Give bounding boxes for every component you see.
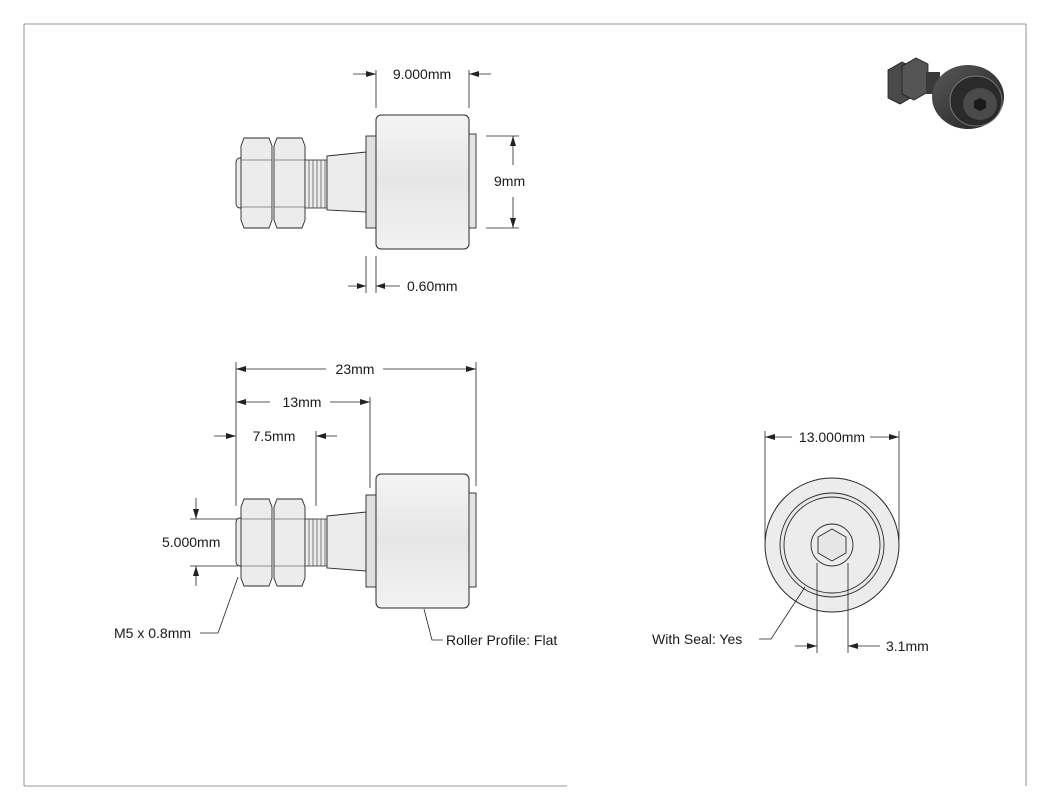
callout-thread: M5 x 0.8mm <box>114 576 239 641</box>
side-nut-left <box>235 498 273 587</box>
callout-seal-label: With Seal: Yes <box>652 631 742 647</box>
dim-top-flange: 0.60mm <box>348 256 458 294</box>
end-view: 13.000mm 3.1mm With Seal: Yes <box>652 429 929 654</box>
top-roller <box>375 114 470 250</box>
dim-end-dia-label: 13.000mm <box>799 429 865 445</box>
top-seal <box>468 133 477 229</box>
callout-thread-label: M5 x 0.8mm <box>114 625 191 641</box>
side-thread <box>304 518 328 567</box>
side-roller <box>375 473 470 609</box>
dim-side-thread-label: 7.5mm <box>253 428 296 444</box>
side-nut-right <box>273 498 306 587</box>
callout-seal: With Seal: Yes <box>652 586 806 647</box>
dim-side-thread: 7.5mm <box>214 428 337 506</box>
side-seal <box>468 492 477 588</box>
dim-side-overall-label: 23mm <box>336 361 375 377</box>
callout-roller-profile-label: Roller Profile: Flat <box>446 632 557 648</box>
drawing-frame <box>23 23 1027 787</box>
side-shank <box>326 511 367 572</box>
top-shank <box>326 151 367 213</box>
dim-top-height: 9mm <box>486 135 525 229</box>
top-flange <box>365 135 377 229</box>
dim-end-hex: 3.1mm <box>795 563 929 654</box>
isometric-preview <box>887 57 1004 129</box>
top-nut-left <box>235 137 273 229</box>
hex-socket-icon <box>817 528 847 562</box>
dim-side-stud-dia: 5.000mm <box>162 498 238 586</box>
dim-side-stud-dia-label: 5.000mm <box>162 534 220 550</box>
side-view: 23mm 13mm 7.5mm 5.000mm <box>114 361 557 648</box>
dim-top-width: 9.000mm <box>353 66 491 108</box>
dim-top-flange-label: 0.60mm <box>407 278 458 294</box>
dim-end-hex-label: 3.1mm <box>886 638 929 654</box>
top-view: 9.000mm 9mm 0.60mm <box>235 66 525 294</box>
dim-end-dia: 13.000mm <box>764 429 900 540</box>
dim-side-stud-label: 13mm <box>283 394 322 410</box>
callout-roller-profile: Roller Profile: Flat <box>423 608 557 648</box>
side-flange <box>365 494 377 588</box>
top-nut-right <box>273 137 306 229</box>
dim-side-overall: 23mm <box>235 361 477 506</box>
top-thread <box>304 159 328 209</box>
dim-top-width-label: 9.000mm <box>393 66 451 82</box>
dim-side-stud: 13mm <box>236 394 371 488</box>
dim-top-height-label: 9mm <box>494 173 525 189</box>
